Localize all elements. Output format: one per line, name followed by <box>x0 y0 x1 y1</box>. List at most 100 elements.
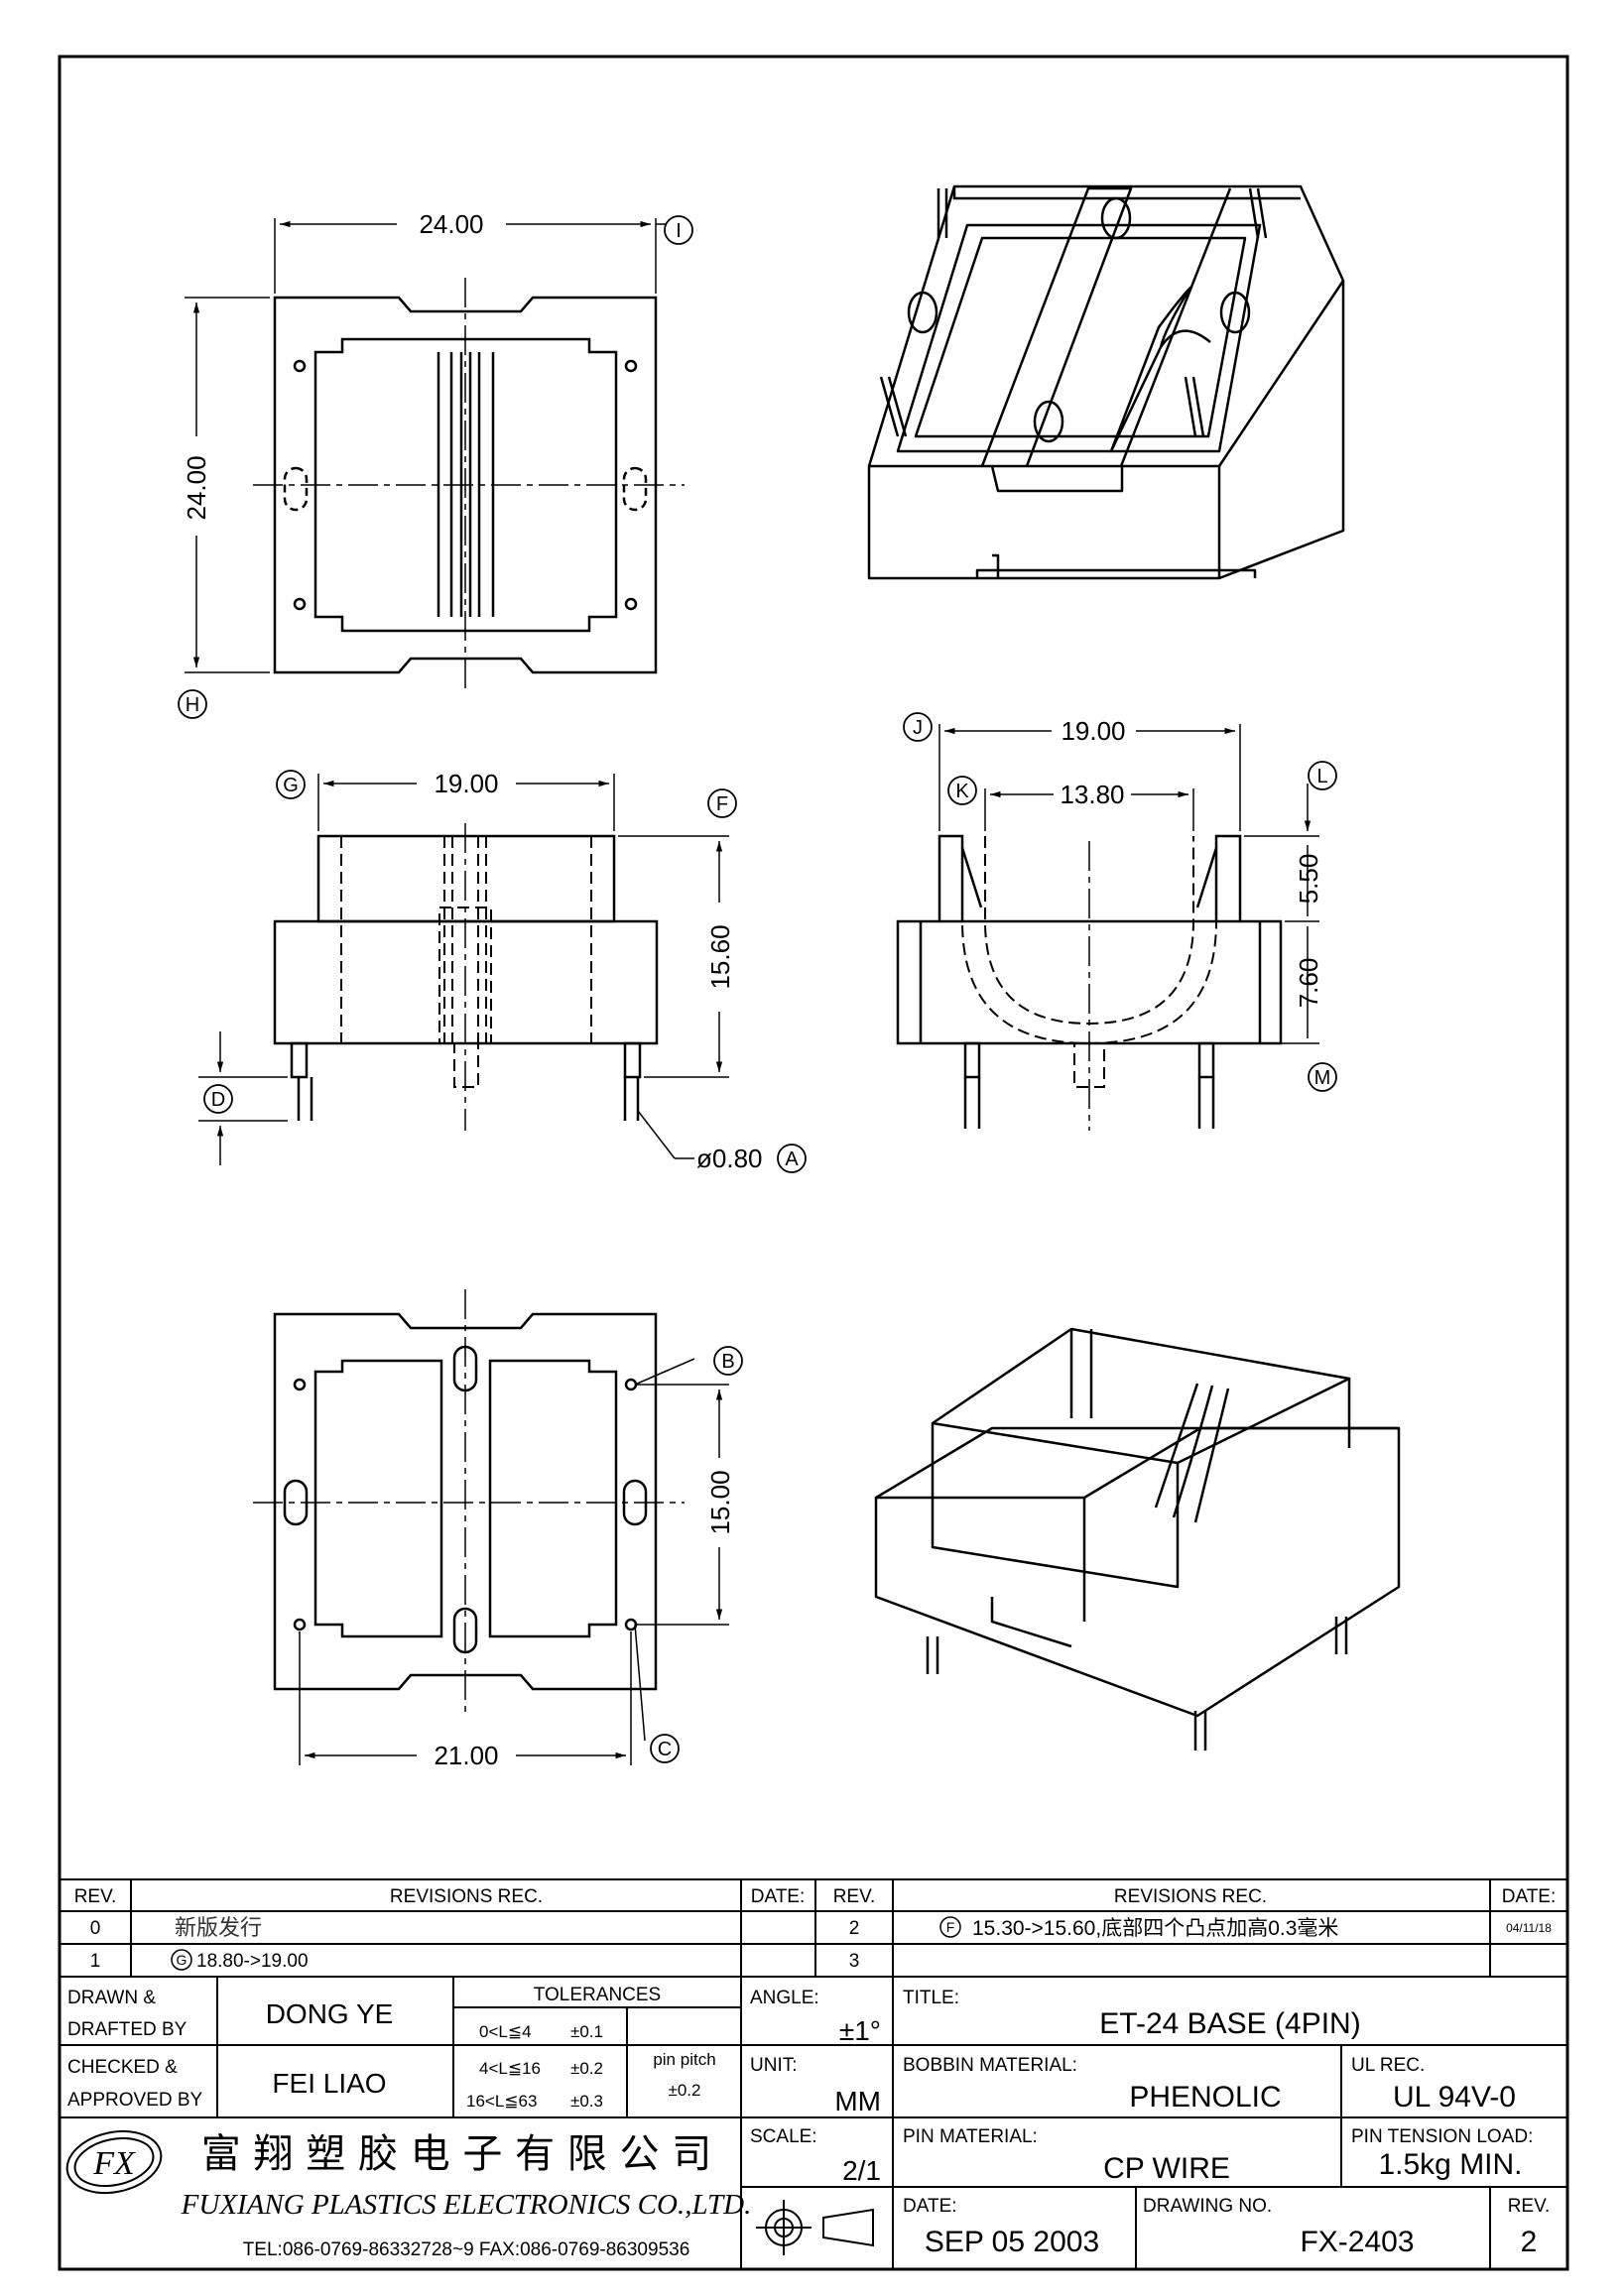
drawing-no-value: FX-2403 <box>1300 2226 1414 2258</box>
bobbin-material-label: BOBBIN MATERIAL: <box>903 2055 1077 2076</box>
date-header-right: DATE: <box>1502 1886 1557 1907</box>
tol-range-1: 4<L≦16 <box>479 2059 541 2078</box>
rev-value: 2 <box>1521 2226 1538 2258</box>
datum-c: C <box>650 1734 680 1763</box>
checked-label-2: APPROVED BY <box>67 2090 203 2111</box>
tol-value-2: ±0.3 <box>570 2092 603 2111</box>
rev-3-number: 3 <box>849 1951 860 1972</box>
sheet-border <box>58 55 1569 2271</box>
company-logo <box>65 2130 163 2194</box>
svg-text:K: K <box>955 781 969 802</box>
rev-1-number: 1 <box>90 1951 101 1972</box>
tol-range-2: 16<L≦63 <box>466 2092 537 2111</box>
company-name-en: FUXIANG PLASTICS ELECTRONICS CO.,LTD. <box>181 2189 752 2221</box>
pin-material-label: PIN MATERIAL: <box>903 2126 1038 2147</box>
rev-label: REV. <box>1508 2196 1551 2217</box>
unit-label: UNIT: <box>750 2055 798 2076</box>
svg-text:F: F <box>946 1919 955 1935</box>
pin-tension-value: 1.5kg MIN. <box>1378 2148 1522 2181</box>
drawn-by-value: DONG YE <box>266 1998 394 2029</box>
rev-2-date: 04/11/18 <box>1506 1921 1552 1935</box>
logo-text: FX <box>92 2145 136 2182</box>
svg-text:C: C <box>658 1739 672 1760</box>
svg-text:F: F <box>716 793 728 815</box>
date-label: DATE: <box>903 2196 957 2217</box>
rev-1-datum: G <box>171 1949 192 1971</box>
isometric-view-bottom <box>874 1327 1401 1751</box>
rev-header-left: REV. <box>74 1886 117 1907</box>
drawn-label-2: DRAFTED BY <box>67 2019 187 2040</box>
dim-front-height: 15.60 <box>705 924 735 989</box>
company-name-cn: 富 翔 塑 胶 电 子 有 限 公 司 <box>201 2131 711 2177</box>
rev-1-text: 18.80->19.00 <box>196 1951 309 1972</box>
drawn-label-1: DRAWN & <box>67 1988 156 2008</box>
side-view-dimensions <box>938 724 1319 1044</box>
pin-pitch-value: ±0.2 <box>669 2081 701 2100</box>
scale-value: 2/1 <box>842 2155 881 2186</box>
angle-label: ANGLE: <box>750 1988 819 2008</box>
bottom-view-centerlines <box>253 1289 685 1716</box>
svg-text:M: M <box>1314 1067 1331 1089</box>
datum-l: L <box>1308 761 1337 790</box>
dim-top-width: 24.00 <box>419 209 483 239</box>
tol-value-1: ±0.2 <box>570 2059 603 2078</box>
datum-d: D <box>203 1084 233 1114</box>
side-view <box>896 834 1283 1129</box>
company-contact: TEL:086-0769-86332728~9 FAX:086-0769-863… <box>243 2239 690 2260</box>
dim-pin-diameter: ø0.80 <box>696 1144 763 1173</box>
svg-text:L: L <box>1316 766 1327 787</box>
bottom-view-dimensions <box>299 1358 729 1765</box>
dim-side-inner: 13.80 <box>1060 780 1124 809</box>
checked-label-1: CHECKED & <box>67 2057 178 2078</box>
dim-side-lower: 7.60 <box>1294 958 1323 1009</box>
top-view-dimensions <box>185 218 667 673</box>
dim-bottom-pitch-v: 15.00 <box>705 1470 735 1534</box>
svg-text:H: H <box>186 694 199 716</box>
rev-0-number: 0 <box>90 1918 101 1939</box>
svg-text:G: G <box>283 775 299 796</box>
datum-a: A <box>777 1144 807 1173</box>
dim-side-outer: 19.00 <box>1061 716 1125 746</box>
projection-symbol <box>741 2186 893 2255</box>
revision-table <box>60 1878 1567 1978</box>
rec-header-left: REVISIONS REC. <box>390 1886 543 1907</box>
datum-m: M <box>1308 1062 1337 1092</box>
front-view-dimensions <box>198 774 729 1165</box>
isometric-view-top <box>867 184 1345 580</box>
svg-text:G: G <box>177 1952 187 1968</box>
rev-2-datum: F <box>939 1916 961 1938</box>
angle-value: ±1° <box>839 2015 881 2046</box>
dim-front-width: 19.00 <box>434 769 498 798</box>
datum-b: B <box>713 1346 743 1376</box>
unit-value: MM <box>834 2086 881 2116</box>
bobbin-material-value: PHENOLIC <box>1129 2081 1281 2114</box>
pin-tension-label: PIN TENSION LOAD: <box>1351 2126 1533 2147</box>
rev-2-number: 2 <box>849 1918 860 1939</box>
rec-header-right: REVISIONS REC. <box>1114 1886 1267 1907</box>
date-value: SEP 05 2003 <box>925 2226 1099 2258</box>
datum-labels: I H G F D A J K L M B C <box>178 215 1337 1763</box>
tolerances-label: TOLERANCES <box>534 1985 661 2005</box>
dim-bottom-pitch-h: 21.00 <box>434 1741 498 1770</box>
dim-side-upper: 5.50 <box>1294 854 1323 905</box>
rev-0-text: 新版发行 <box>175 1915 262 1940</box>
ul-rec-value: UL 94V-0 <box>1393 2081 1516 2114</box>
title-label: TITLE: <box>903 1988 959 2008</box>
datum-j: J <box>903 712 933 742</box>
datum-h: H <box>178 689 207 719</box>
pin-material-value: CP WIRE <box>1103 2152 1230 2185</box>
title-block-grid <box>60 1977 1567 2269</box>
svg-text:I: I <box>676 220 682 242</box>
ul-rec-label: UL REC. <box>1351 2055 1425 2076</box>
checked-by-value: FEI LIAO <box>272 2068 386 2099</box>
datum-f: F <box>707 788 737 818</box>
drawing-no-label: DRAWING NO. <box>1143 2196 1272 2217</box>
scale-label: SCALE: <box>750 2126 817 2147</box>
rev-2-text: 15.30->15.60,底部四个凸点加高0.3毫米 <box>972 1917 1338 1940</box>
rev-header-right: REV. <box>833 1886 876 1907</box>
datum-k: K <box>947 776 977 805</box>
svg-text:B: B <box>721 1351 734 1373</box>
svg-text:A: A <box>785 1148 799 1170</box>
title-value: ET-24 BASE (4PIN) <box>1099 2007 1360 2040</box>
svg-text:D: D <box>211 1089 225 1111</box>
